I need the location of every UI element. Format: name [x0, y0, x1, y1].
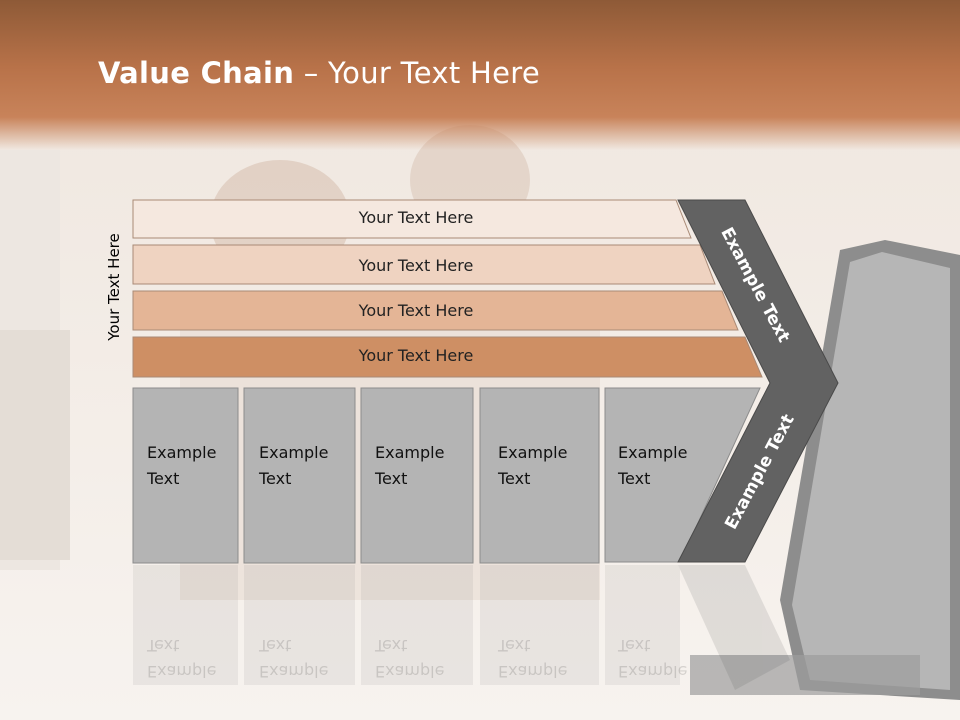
column-4-label: Example Text — [498, 443, 568, 488]
column-3-label: Example Text — [375, 443, 445, 488]
reflection — [133, 565, 790, 690]
column-4-reflection: Example Text — [498, 636, 568, 681]
band-2[interactable] — [132, 244, 716, 285]
column-4[interactable] — [479, 387, 600, 564]
slide-title-rest: – Your Text Here — [294, 56, 540, 90]
band-3[interactable] — [132, 290, 739, 331]
title-bar — [0, 0, 960, 150]
column-1-reflection: Example Text — [147, 636, 217, 681]
column-2[interactable] — [243, 387, 356, 564]
column-5-label: Example Text — [618, 443, 688, 488]
band-4[interactable] — [132, 336, 763, 378]
band-2-label: Your Text Here — [358, 256, 474, 275]
band-1-label: Your Text Here — [358, 208, 474, 227]
slide-title: Value Chain – Your Text Here — [98, 56, 540, 90]
column-3[interactable] — [360, 387, 474, 564]
band-1[interactable] — [132, 199, 692, 239]
chevron-arrow[interactable] — [677, 199, 839, 563]
band-3-label: Your Text Here — [358, 301, 474, 320]
column-2-label: Example Text — [259, 443, 329, 488]
column-5-reflection: Example Text — [618, 636, 688, 681]
column-3-reflection: Example Text — [375, 636, 445, 681]
slide-title-bold: Value Chain — [98, 56, 295, 90]
column-1[interactable] — [132, 387, 239, 564]
column-2-reflection: Example Text — [259, 636, 329, 681]
band-4-label: Your Text Here — [358, 346, 474, 365]
column-1-label: Example Text — [147, 443, 217, 488]
